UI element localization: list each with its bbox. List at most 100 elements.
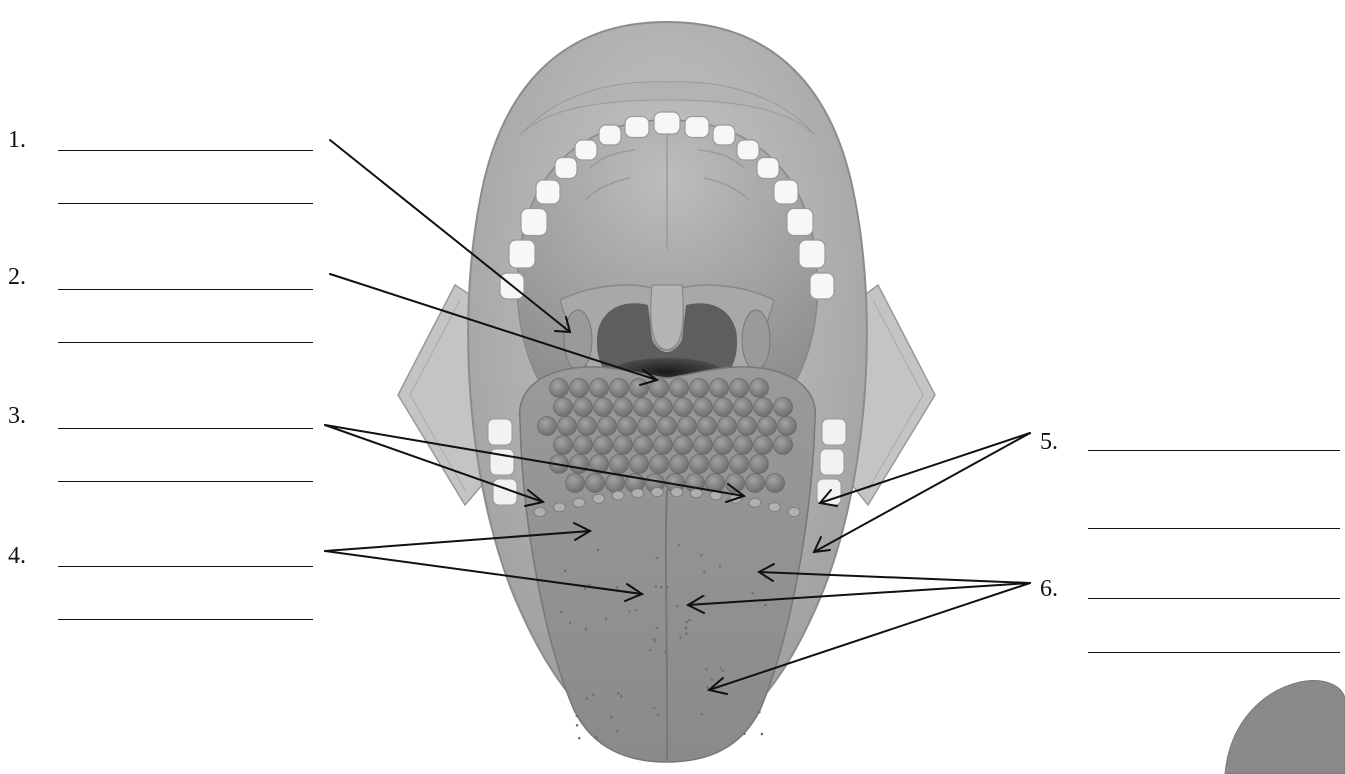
tongue-papilla bbox=[710, 455, 729, 474]
tongue-dot bbox=[617, 692, 620, 695]
upper-tooth bbox=[509, 240, 535, 268]
tongue-papilla bbox=[658, 417, 677, 436]
upper-tooth bbox=[757, 158, 779, 179]
tongue-papilla bbox=[674, 436, 693, 455]
tongue-papilla bbox=[578, 417, 597, 436]
tongue-papilla bbox=[586, 474, 605, 493]
tongue-papilla bbox=[694, 398, 713, 417]
upper-tooth bbox=[737, 140, 759, 160]
tongue-dot bbox=[620, 695, 623, 698]
tongue-dot bbox=[685, 633, 688, 636]
tongue-papilla bbox=[766, 474, 785, 493]
tongue-papilla bbox=[594, 436, 613, 455]
tongue-papilla bbox=[674, 398, 693, 417]
tongue-dot bbox=[705, 668, 708, 671]
tongue-dot bbox=[592, 693, 595, 696]
tongue-papilla bbox=[690, 379, 709, 398]
tongue-dot bbox=[560, 611, 563, 614]
tongue-papilla bbox=[550, 379, 569, 398]
tongue-papilla bbox=[698, 417, 717, 436]
tongue-dot bbox=[616, 730, 619, 733]
tongue-dot bbox=[656, 627, 659, 630]
upper-tooth bbox=[810, 273, 834, 299]
tongue-papilla bbox=[654, 398, 673, 417]
answer-line-3a[interactable] bbox=[58, 428, 313, 429]
tongue-dot bbox=[719, 667, 722, 670]
tongue-dot bbox=[664, 651, 667, 654]
answer-line-6a[interactable] bbox=[1088, 598, 1340, 599]
tongue-dot bbox=[576, 724, 579, 727]
answer-line-1a[interactable] bbox=[58, 150, 313, 151]
tongue-papilla bbox=[574, 398, 593, 417]
answer-line-4b[interactable] bbox=[58, 619, 313, 620]
tongue-papilla bbox=[714, 436, 733, 455]
vallate-papilla bbox=[612, 491, 624, 500]
tongue-dot bbox=[605, 617, 608, 620]
tongue-dot bbox=[656, 557, 659, 560]
answer-line-5a[interactable] bbox=[1088, 450, 1340, 451]
tongue-dot bbox=[657, 713, 660, 716]
tongue-dot bbox=[564, 570, 567, 573]
tongue-papilla bbox=[618, 417, 637, 436]
vallate-papilla bbox=[593, 494, 605, 503]
tongue-papilla bbox=[634, 436, 653, 455]
lower-tooth bbox=[822, 419, 846, 445]
tongue-dot bbox=[722, 669, 725, 672]
tongue-papilla bbox=[738, 417, 757, 436]
tongue-dot bbox=[666, 586, 669, 589]
lower-tooth bbox=[820, 449, 844, 475]
tongue-papilla bbox=[630, 379, 649, 398]
label-number-4: 4. bbox=[8, 544, 26, 568]
answer-line-6b[interactable] bbox=[1088, 652, 1340, 653]
upper-tooth bbox=[685, 117, 709, 138]
tongue-papilla bbox=[606, 474, 625, 493]
lower-tooth bbox=[488, 419, 512, 445]
tongue-papilla bbox=[610, 379, 629, 398]
tongue-dot bbox=[585, 628, 588, 631]
vallate-papilla bbox=[632, 489, 644, 498]
answer-line-1b[interactable] bbox=[58, 203, 313, 204]
answer-line-4a[interactable] bbox=[58, 566, 313, 567]
label-number-2: 2. bbox=[8, 265, 26, 289]
tongue-dot bbox=[688, 619, 691, 622]
tongue-papilla bbox=[678, 417, 697, 436]
vallate-papilla bbox=[573, 498, 585, 507]
tongue-papilla bbox=[778, 417, 797, 436]
tongue-papilla bbox=[734, 398, 753, 417]
tongue-papilla bbox=[670, 455, 689, 474]
vallate-papilla bbox=[534, 508, 546, 517]
vallate-papilla bbox=[671, 488, 683, 497]
tongue-dot bbox=[586, 697, 589, 700]
tongue-papilla bbox=[758, 417, 777, 436]
tongue-papilla bbox=[590, 379, 609, 398]
vallate-papilla bbox=[690, 489, 702, 498]
answer-line-5b[interactable] bbox=[1088, 528, 1340, 529]
right-tonsil bbox=[742, 310, 770, 370]
tongue-dot bbox=[610, 716, 613, 719]
left-tonsil bbox=[564, 310, 592, 370]
tongue-papilla bbox=[634, 398, 653, 417]
upper-tooth bbox=[555, 158, 577, 179]
answer-line-2a[interactable] bbox=[58, 289, 313, 290]
tongue-dot bbox=[764, 604, 767, 607]
tongue-papilla bbox=[566, 474, 585, 493]
tongue-dot bbox=[751, 592, 754, 595]
tongue-papilla bbox=[554, 436, 573, 455]
upper-tooth bbox=[787, 209, 813, 236]
answer-line-3b[interactable] bbox=[58, 481, 313, 482]
tongue-dot bbox=[711, 678, 714, 681]
tongue-dot bbox=[653, 706, 656, 709]
partial-illustration-corner bbox=[1225, 681, 1345, 774]
tongue-papilla bbox=[694, 436, 713, 455]
vallate-papilla bbox=[554, 503, 566, 512]
tongue-papilla bbox=[714, 398, 733, 417]
tongue-papilla bbox=[558, 417, 577, 436]
upper-tooth bbox=[536, 180, 560, 204]
uvula bbox=[651, 285, 683, 350]
tongue-dot bbox=[676, 605, 679, 608]
tongue-dot bbox=[655, 585, 658, 588]
answer-line-2b[interactable] bbox=[58, 342, 313, 343]
label-number-1: 1. bbox=[8, 128, 26, 152]
upper-tooth bbox=[625, 117, 649, 138]
tongue-dot bbox=[569, 621, 572, 624]
